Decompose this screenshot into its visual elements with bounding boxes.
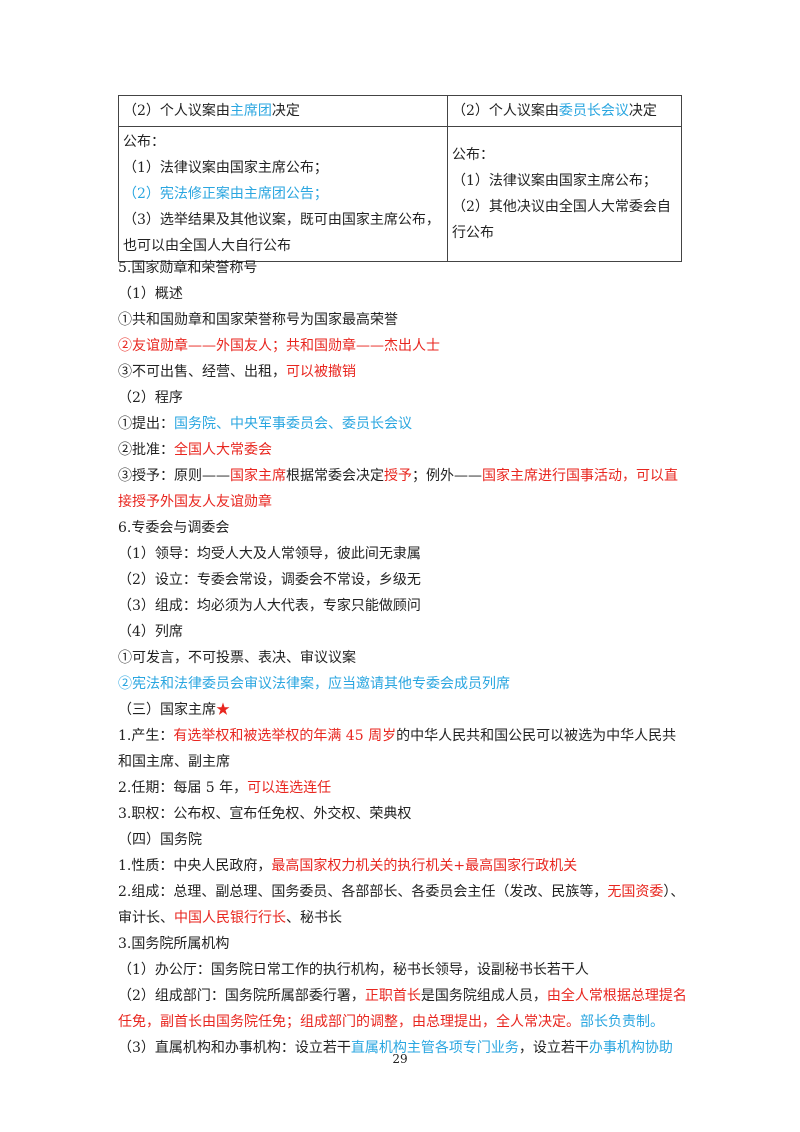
- subheading: （4）列席: [118, 624, 183, 640]
- list-item: （1）办公厅：国务院日常工作的执行机构，秘书长领导，设副秘书长若干人: [118, 962, 589, 978]
- subheading: （2）程序: [118, 390, 183, 406]
- highlight-text: 国家主席: [230, 468, 286, 484]
- highlight-text: 主席团: [229, 103, 272, 119]
- list-item: （1）领导：均受人大及人常领导，彼此间无隶属: [118, 546, 421, 562]
- list-item: 2.任期：每届 5 年，可以连选连任: [118, 775, 688, 801]
- highlight-text: 授予: [384, 468, 412, 484]
- list-item: （3）直属机构和办事机构：设立若干直属机构主管各项专门业务，设立若干办事机构协助: [118, 1035, 688, 1061]
- text-run: 、秘书长: [286, 910, 342, 926]
- cell-text: （1）法律议案由国家主席公布；: [123, 160, 328, 176]
- list-item: ①共和国勋章和国家荣誉称号为国家最高荣誉: [118, 312, 398, 328]
- text-run: 2.任期：每届 5 年，: [118, 780, 248, 796]
- text-run: ③授予：原则——: [118, 468, 230, 484]
- cell-text: 决定: [628, 103, 657, 119]
- star-icon: ★: [216, 702, 230, 718]
- highlight-text: 国务院、中央军事委员会、委员长会议: [174, 416, 412, 432]
- subheading: （1）概述: [118, 286, 183, 302]
- list-item: 1.产生：有选举权和被选举权的年满 45 周岁的中华人民共和国公民可以被选为中华…: [118, 723, 688, 775]
- text-run: ①提出：: [118, 416, 174, 432]
- document-body: 5.国家勋章和荣誉称号 （1）概述 ①共和国勋章和国家荣誉称号为国家最高荣誉 ②…: [118, 255, 688, 1061]
- list-item: 3.职权：公布权、宣布任免权、外交权、荣典权: [118, 806, 412, 822]
- cell-text: （1）法律议案由国家主席公布；: [452, 173, 657, 189]
- cell-text: 公布：: [452, 147, 494, 163]
- highlight-text: 可以被撤销: [286, 364, 356, 380]
- list-item: （3）组成：均必须为人大代表，专家只能做顾问: [118, 598, 421, 614]
- highlight-text: 办事机构协助: [588, 1040, 673, 1056]
- highlight-text: 部长负责制。: [580, 1014, 664, 1030]
- highlight-text: 中国人民银行行长: [174, 910, 286, 926]
- highlight-text: 有选举权和被选举权的年满 45 周岁: [173, 728, 397, 744]
- list-item: 1.性质：中央人民政府，最高国家权力机关的执行机关+最高国家行政机关: [118, 853, 688, 879]
- table-cell: 公布： （1）法律议案由国家主席公布； （2）其他决议由全国人大常委会自行公布: [447, 126, 682, 262]
- list-item: 2.组成：总理、副总理、国务委员、各部部长、各委员会主任（发改、民族等，无国资委…: [118, 879, 688, 931]
- text-run: ，设立若干: [518, 1040, 589, 1056]
- list-item: ③授予：原则——国家主席根据常委会决定授予；例外——国家主席进行国事活动，可以直…: [118, 463, 688, 515]
- text-run: 1.性质：中央人民政府，: [118, 858, 272, 874]
- list-item: ②友谊勋章——外国友人；共和国勋章——杰出人士: [118, 338, 440, 354]
- text-run: （三）国家主席: [118, 702, 216, 718]
- text-run: 2.组成：总理、副总理、国务委员、各部部长、各委员会主任（发改、民族等，: [118, 884, 608, 900]
- highlight-text: 委员长会议: [558, 103, 629, 119]
- list-item: （2）组成部门：国务院所属部委行署，正职首长是国务院组成人员，由全人常根据总理提…: [118, 983, 688, 1035]
- subheading: 3.国务院所属机构: [118, 936, 230, 952]
- highlight-text: 国家主席进行国事活动，可以直接授予外国友人友谊勋章: [118, 468, 678, 510]
- cell-text: 公布：: [123, 134, 165, 150]
- cell-text: （2）个人议案由: [123, 103, 230, 119]
- text-run: ②批准：: [118, 442, 174, 458]
- list-item: ③不可出售、经营、出租，可以被撤销: [118, 359, 688, 385]
- section-heading: 5.国家勋章和荣誉称号: [118, 260, 258, 276]
- text-run: ；例外——: [412, 468, 482, 484]
- highlight-text: 无国资委: [607, 884, 664, 900]
- text-run: 是国务院组成人员，: [420, 988, 547, 1004]
- highlight-text: 正职首长: [364, 988, 421, 1004]
- highlight-text: 由全人常根据总理提名任免，副首长由国务院任免；组成部门的调整，由总理提出，全人常…: [118, 988, 687, 1030]
- text-run: （2）组成部门：国务院所属部委行署，: [118, 988, 365, 1004]
- text-run: ③不可出售、经营、出租，: [118, 364, 286, 380]
- highlight-text: 全国人大常委会: [174, 442, 272, 458]
- highlight-text: 最高国家权力机关的执行机关+最高国家行政机关: [271, 858, 578, 874]
- table-cell: （2）个人议案由主席团决定: [118, 95, 448, 127]
- table-row: （2）个人议案由主席团决定 （2）个人议案由委员长会议决定: [118, 95, 682, 127]
- list-item: （2）设立：专委会常设，调委会不常设，乡级无: [118, 572, 421, 588]
- table-row: 公布： （1）法律议案由国家主席公布； （2）宪法修正案由主席团公告； （3）选…: [118, 126, 682, 262]
- cell-text: 决定: [271, 103, 300, 119]
- highlight-text: （2）宪法修正案由主席团公告；: [123, 186, 328, 202]
- list-item: ①提出：国务院、中央军事委员会、委员长会议: [118, 411, 688, 437]
- section-heading: （四）国务院: [118, 832, 202, 848]
- table-cell: （2）个人议案由委员长会议决定: [447, 95, 682, 127]
- list-item: ②宪法和法律委员会审议法律案，应当邀请其他专委会成员列席: [118, 676, 510, 692]
- text-run: 根据常委会决定: [286, 468, 384, 484]
- cell-text: （2）个人议案由: [452, 103, 559, 119]
- text-run: （3）直属机构和办事机构：设立若干: [118, 1040, 351, 1056]
- text-run: 1.产生：: [118, 728, 174, 744]
- comparison-table: （2）个人议案由主席团决定 （2）个人议案由委员长会议决定 公布： （1）法律议…: [118, 95, 682, 262]
- text-run: 的中华人民共和国公民可以被选为中华人民共和国主席、副主席: [118, 728, 677, 770]
- highlight-text: 直属机构主管各项专门业务: [350, 1040, 519, 1056]
- section-heading: 6.专委会与调委会: [118, 520, 230, 536]
- cell-text: （2）其他决议由全国人大常委会自行公布: [452, 199, 671, 241]
- table-cell: 公布： （1）法律议案由国家主席公布； （2）宪法修正案由主席团公告； （3）选…: [118, 126, 448, 262]
- cell-text: （3）选举结果及其他议案，既可由国家主席公布，也可以由全国人大自行公布: [123, 212, 440, 254]
- section-heading: （三）国家主席★: [118, 697, 688, 723]
- list-item: ①可发言，不可投票、表决、审议议案: [118, 650, 356, 666]
- page-number: 29: [392, 1052, 408, 1066]
- highlight-text: 可以连选连任: [247, 780, 332, 796]
- list-item: ②批准：全国人大常委会: [118, 437, 688, 463]
- text-run: ）、审计长、: [118, 884, 685, 926]
